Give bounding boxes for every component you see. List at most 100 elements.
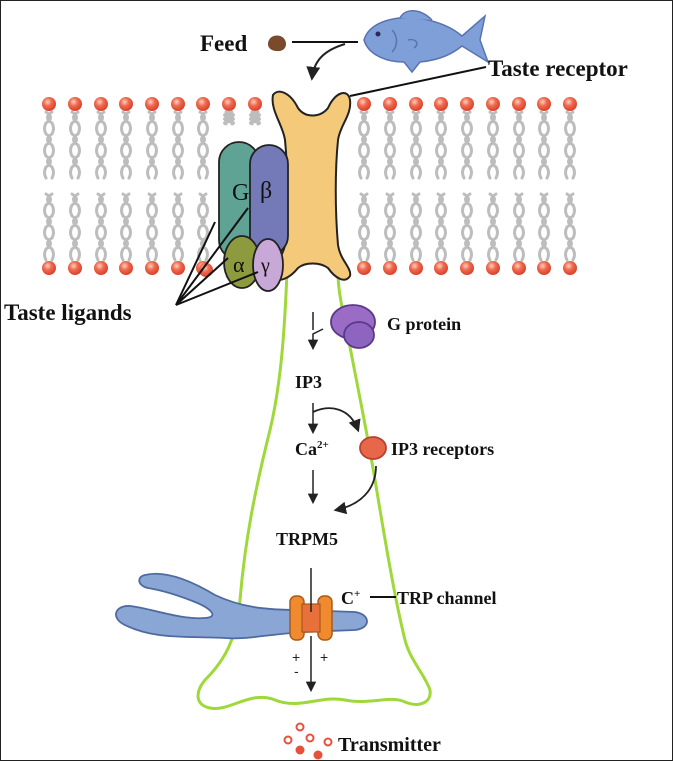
ip3-receptors-label: IP3 receptors [391, 439, 494, 459]
lipid-tail [175, 110, 184, 180]
lipid-tail [98, 110, 107, 180]
lipid-tail [567, 110, 576, 180]
lipid-head [68, 97, 82, 111]
trp-channel-label: TRP channel [397, 588, 497, 608]
calcium-symbol: Ca [295, 439, 317, 459]
lipid-head [409, 97, 423, 111]
lipid-tail [98, 192, 107, 262]
lipid-tail [358, 110, 367, 180]
lipid-head [357, 97, 371, 111]
lipid-head [409, 261, 423, 275]
g-protein-label: G protein [387, 314, 461, 334]
lipid-head [222, 97, 236, 111]
lipid-head [94, 97, 108, 111]
lipid-tail [538, 110, 547, 180]
lipid-tail [487, 192, 496, 262]
cation-charge: + [354, 588, 360, 600]
lipid-tail [120, 110, 129, 180]
lipid-tail [541, 110, 550, 180]
lipid-tail [361, 110, 370, 180]
lipid-head [486, 97, 500, 111]
lipid-tail [223, 110, 232, 126]
lipid-bilayer [42, 97, 577, 277]
lipid-tail [435, 110, 444, 180]
lipid-tail [200, 192, 209, 262]
calcium-charge: 2+ [317, 439, 329, 451]
gamma-subunit [252, 238, 284, 292]
lipid-head [171, 261, 185, 275]
lipid-tail [387, 110, 396, 180]
lipid-tail [46, 110, 55, 180]
lipid-head [537, 97, 551, 111]
lipid-tail [69, 192, 78, 262]
lipid-tail [149, 110, 158, 180]
ip3-label: IP3 [295, 372, 322, 392]
lipid-tail [461, 192, 470, 262]
lipid-tail [413, 110, 422, 180]
lipid-head [145, 97, 159, 111]
lipid-head [119, 261, 133, 275]
lipid-head [512, 261, 526, 275]
lipid-tail [123, 192, 132, 262]
lipid-tail [43, 192, 52, 262]
lipid-head [42, 97, 56, 111]
lipid-tail [123, 110, 132, 180]
trpm5-label: TRPM5 [276, 529, 338, 549]
lipid-tail [95, 192, 104, 262]
cation-label: C+ [341, 588, 360, 608]
alpha-subunit-label: α [233, 252, 245, 277]
lipid-tail [197, 110, 206, 180]
lipid-tail [387, 192, 396, 262]
g-protein-to-ip3-arrow [307, 328, 324, 351]
lipid-tail [410, 110, 419, 180]
lipid-head [563, 97, 577, 111]
lipid-tail [200, 110, 209, 180]
minus-left: - [294, 663, 299, 679]
beta-subunit-label: β [260, 178, 272, 204]
transmitter-label: Transmitter [338, 734, 441, 756]
lipid-head [434, 97, 448, 111]
lipid-tail [464, 110, 473, 180]
lipid-tail [384, 192, 393, 262]
lipid-head [512, 97, 526, 111]
lipid-head [171, 97, 185, 111]
taste-receptor-label: Taste receptor [488, 56, 628, 81]
lipid-tail [146, 192, 155, 262]
lipid-tail [69, 110, 78, 180]
trp-channel-icon [289, 595, 333, 641]
lipid-head [145, 261, 159, 275]
lipid-tail [461, 110, 470, 180]
ip3-receptor-icon [359, 436, 387, 460]
lipid-head [563, 261, 577, 275]
lipid-tail [410, 192, 419, 262]
taste-ligands-label: Taste ligands [4, 300, 132, 325]
lipid-tail [249, 110, 258, 126]
lipid-head [94, 261, 108, 275]
lipid-tail [538, 192, 547, 262]
taste-ligands-pointers [175, 207, 259, 306]
taste-receptor-pointer [349, 66, 487, 97]
lipid-head [42, 261, 56, 275]
lipid-tail [46, 192, 55, 262]
ip3-receptor-to-trpm5-arrow [333, 465, 377, 515]
lipid-tail [490, 110, 499, 180]
lipid-tail [43, 110, 52, 180]
gamma-subunit-label: γ [260, 255, 270, 277]
lipid-tail [564, 192, 573, 262]
lipid-tail [358, 192, 367, 262]
lipid-tail [252, 110, 261, 126]
transmitter-vesicles-icon [283, 722, 333, 760]
lipid-head [357, 261, 371, 275]
feed-label: Feed [200, 31, 247, 56]
lipid-head [248, 97, 262, 111]
lipid-tail [464, 192, 473, 262]
fish-icon [363, 10, 490, 74]
lipid-tail [361, 192, 370, 262]
lipid-tail [564, 110, 573, 180]
lipid-head [486, 261, 500, 275]
g-subunit-label: G [232, 180, 249, 206]
lipid-tail [146, 110, 155, 180]
lipid-tail [175, 192, 184, 262]
lipid-tail [384, 110, 393, 180]
